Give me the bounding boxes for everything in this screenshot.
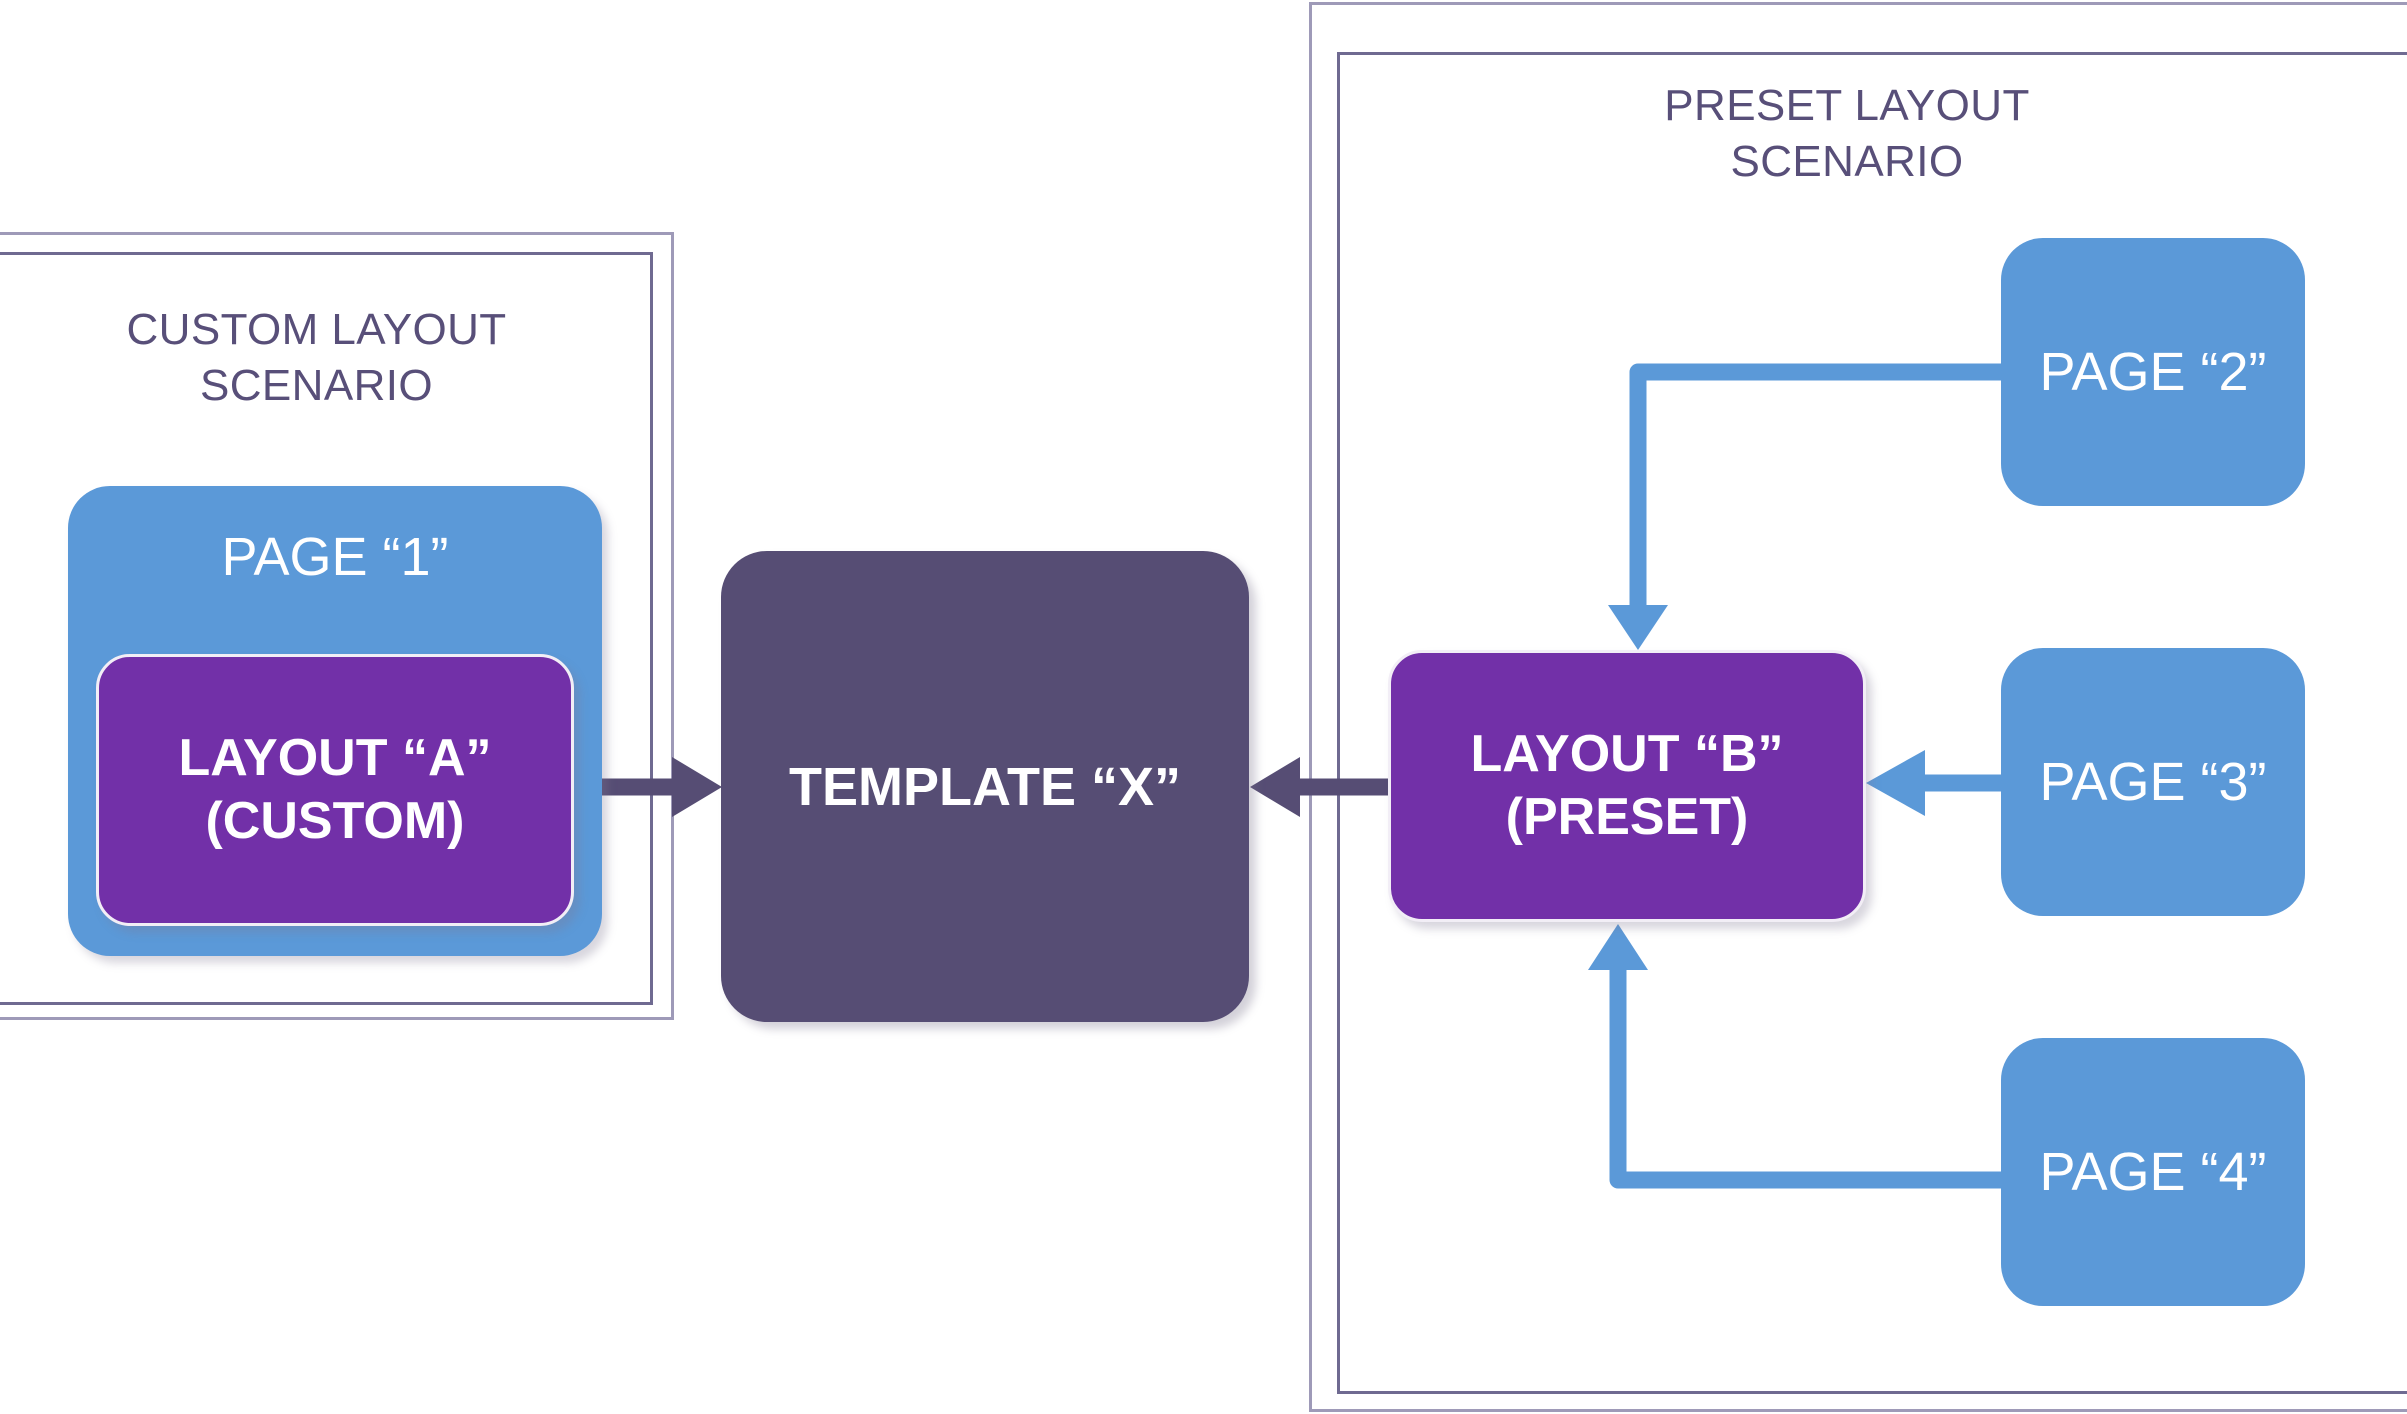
layout-b-label: LAYOUT “B” (PRESET) (1470, 724, 1784, 846)
page-2-label: PAGE “2” (2039, 342, 2267, 402)
page-3-label: PAGE “3” (2039, 752, 2267, 812)
page-4-box[interactable]: PAGE “4” (2001, 1038, 2305, 1306)
preset-scenario-title: PRESET LAYOUT SCENARIO (1664, 81, 2030, 187)
template-x-label: TEMPLATE “X” (788, 756, 1181, 817)
custom-scenario-frame-outer (0, 232, 674, 1020)
custom-scenario-title: CUSTOM LAYOUT SCENARIO (126, 305, 507, 411)
layout-a-label: LAYOUT “A” (CUSTOM) (178, 728, 492, 850)
page-4-label: PAGE “4” (2039, 1142, 2267, 1202)
layout-b-box[interactable]: LAYOUT “B” (PRESET) (1388, 650, 1866, 922)
page-3-box[interactable]: PAGE “3” (2001, 648, 2305, 916)
preset-scenario-frame-outer (1309, 2, 2407, 1412)
layout-a-box[interactable]: LAYOUT “A” (CUSTOM) (96, 654, 574, 926)
custom-scenario-frame-inner (0, 252, 653, 1005)
template-x-box[interactable]: TEMPLATE “X” (721, 551, 1249, 1022)
page-1-label: PAGE “1” (221, 527, 449, 587)
page-2-box[interactable]: PAGE “2” (2001, 238, 2305, 506)
preset-scenario-frame-inner (1337, 52, 2407, 1394)
